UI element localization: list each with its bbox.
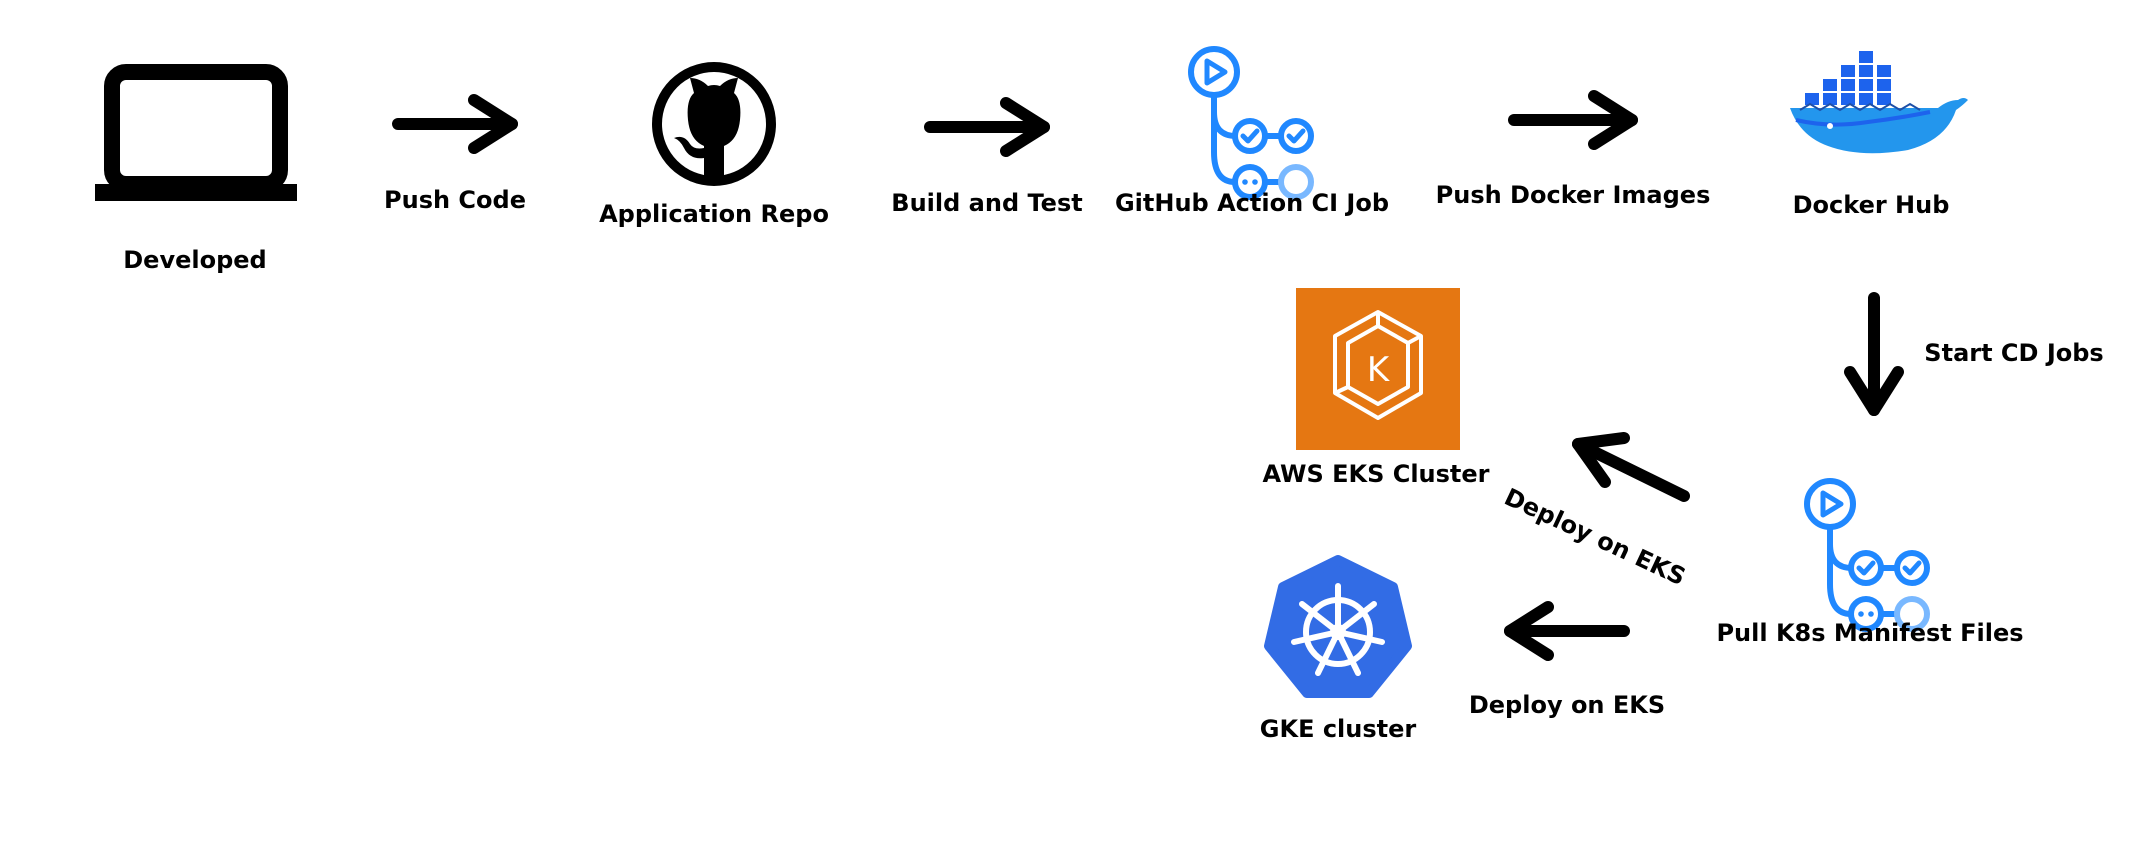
arrow-build-test xyxy=(924,97,1050,157)
laptop-icon xyxy=(95,64,297,201)
developer-label: Developed xyxy=(123,246,267,274)
arrow-push-code xyxy=(392,94,518,154)
arrow-deploy-eks-diagonal xyxy=(1572,432,1690,502)
gke-label: GKE cluster xyxy=(1259,715,1417,743)
docker-whale-icon xyxy=(1790,49,1968,154)
start-cd-label: Start CD Jobs xyxy=(1924,339,2104,367)
deploy-gke-label: Deploy on EKS xyxy=(1468,691,1666,719)
repo-label: Application Repo xyxy=(599,200,829,228)
arrow-push-images xyxy=(1508,90,1638,150)
ci-job-label: GitHub Action CI Job xyxy=(1114,189,1390,217)
kubernetes-helm-icon xyxy=(1264,555,1412,698)
arrow-deploy-gke xyxy=(1504,601,1630,661)
docker-hub-label: Docker Hub xyxy=(1792,191,1950,219)
eks-label: AWS EKS Cluster xyxy=(1262,460,1490,488)
eks-letter: K xyxy=(1367,350,1391,390)
push-code-label: Push Code xyxy=(384,186,526,214)
arrow-start-cd xyxy=(1844,292,1904,416)
github-icon xyxy=(652,62,776,186)
build-test-label: Build and Test xyxy=(891,189,1083,217)
push-images-label: Push Docker Images xyxy=(1435,181,1711,209)
cd-job-label: Pull K8s Manifest Files xyxy=(1716,619,2024,647)
github-actions-icon xyxy=(1191,49,1311,197)
github-actions-icon-cd xyxy=(1807,481,1927,629)
amazon-eks-icon: K xyxy=(1296,288,1460,450)
